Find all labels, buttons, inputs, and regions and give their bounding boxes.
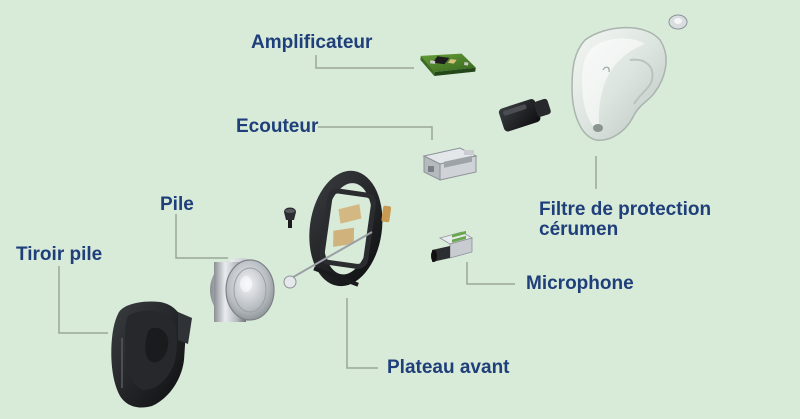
leader-microphone bbox=[466, 262, 515, 285]
leader-pile bbox=[175, 214, 228, 259]
amplifier-chip-icon bbox=[420, 53, 476, 76]
microphone-icon bbox=[431, 230, 474, 262]
axle-pin-icon bbox=[283, 231, 373, 289]
label-pile: Pile bbox=[160, 194, 194, 215]
small-screw-icon bbox=[284, 207, 296, 228]
battery-icon bbox=[210, 258, 275, 322]
label-amplificateur: Amplificateur bbox=[251, 32, 373, 53]
label-filtre-protection: Filtre de protection cérumen bbox=[539, 200, 711, 240]
leader-ecouteur bbox=[318, 126, 433, 140]
receiver-icon bbox=[422, 147, 478, 181]
hearing-aid-shell-icon bbox=[571, 26, 667, 141]
small-dome-icon bbox=[668, 14, 688, 30]
leader-amplificateur bbox=[315, 55, 414, 69]
label-microphone: Microphone bbox=[526, 273, 634, 294]
label-filtre-line2: cérumen bbox=[539, 219, 619, 240]
label-plateau-avant: Plateau avant bbox=[387, 357, 510, 378]
wax-filter-connector-icon bbox=[498, 98, 551, 132]
leader-tiroir bbox=[58, 266, 108, 334]
leader-plateau bbox=[346, 298, 378, 369]
label-filtre-line1: Filtre de protection bbox=[539, 199, 712, 220]
faceplate-icon bbox=[309, 170, 392, 287]
battery-drawer-icon bbox=[111, 301, 192, 408]
label-tiroir-pile: Tiroir pile bbox=[16, 244, 103, 265]
label-ecouteur: Ecouteur bbox=[236, 116, 319, 137]
leader-lines bbox=[58, 55, 597, 369]
